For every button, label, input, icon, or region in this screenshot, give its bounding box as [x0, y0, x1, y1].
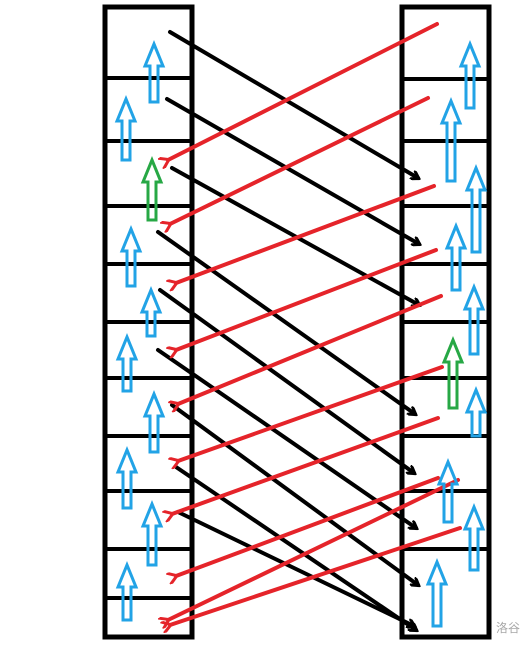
black-diagonal-arrow: [165, 97, 419, 244]
red-diagonal-arrow: [168, 478, 460, 620]
red-diagonal-arrow: [170, 96, 430, 224]
red-diagonal-arrow: [168, 22, 439, 160]
right-blue-up-arrow: [458, 40, 482, 110]
red-diagonal-arrow: [170, 526, 462, 625]
left-blue-up-arrow: [114, 95, 138, 162]
red-arrows-layer: [168, 22, 462, 625]
red-diagonal-arrow: [178, 294, 443, 404]
black-diagonal-arrow: [174, 465, 416, 630]
black-diagonal-arrow: [156, 230, 415, 414]
left-blue-up-arrow: [119, 225, 143, 288]
right-blue-up-arrow: [464, 164, 488, 254]
black-diagonal-arrow: [176, 510, 414, 626]
red-diagonal-arrow: [176, 476, 440, 576]
right-blue-up-arrow: [444, 222, 468, 292]
left-blue-up-arrow: [115, 561, 139, 622]
left-blue-up-arrow: [115, 333, 139, 393]
left-blue-up-arrow: [142, 40, 166, 104]
red-diagonal-arrow: [176, 248, 438, 350]
right-green-up-arrow: [441, 336, 465, 410]
left-blue-up-arrow: [140, 500, 164, 567]
up-arrows-layer: [114, 40, 488, 628]
left-blue-up-arrow: [115, 446, 139, 510]
red-diagonal-arrow: [172, 416, 440, 514]
left-blue-up-arrow: [142, 390, 166, 454]
right-blue-up-arrow: [464, 386, 488, 438]
right-blue-up-arrow: [436, 458, 460, 524]
columns-layer: [102, 4, 492, 640]
left-green-up-arrow: [140, 156, 164, 222]
watermark-text: 洛谷: [495, 621, 520, 635]
red-diagonal-arrow: [176, 184, 436, 283]
black-diagonal-arrow: [156, 348, 416, 528]
right-blue-up-arrow: [425, 558, 449, 628]
red-diagonal-arrow: [178, 365, 444, 461]
black-diagonal-arrow: [158, 288, 414, 473]
right-blue-up-arrow: [462, 283, 486, 356]
right-blue-up-arrow: [462, 503, 486, 572]
right-blue-up-arrow: [439, 97, 463, 183]
black-diagonal-arrow: [168, 30, 418, 178]
left-blue-up-arrow: [139, 286, 163, 338]
